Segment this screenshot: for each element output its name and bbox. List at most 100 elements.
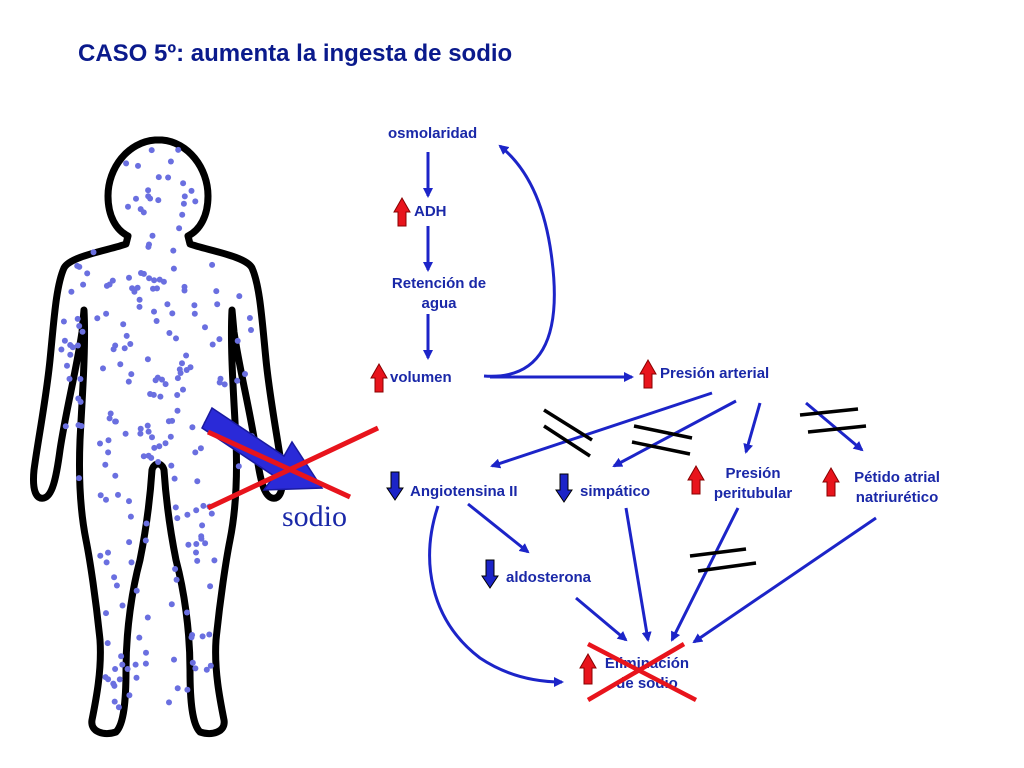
sodium-particle (193, 507, 200, 514)
sodium-particle (119, 602, 126, 609)
sodium-particle (64, 362, 70, 369)
sodium-particle (131, 288, 138, 295)
sodium-particle (167, 433, 174, 440)
sodium-particle (202, 540, 209, 547)
sodium-particle (166, 330, 173, 336)
sodium-particle (119, 661, 126, 668)
label-eliminacion-line1: Eliminación (604, 655, 690, 672)
sodium-particle (180, 200, 187, 207)
sodium-particle (90, 249, 97, 256)
sodium-particle (192, 665, 199, 672)
arrow-simpatico-eliminacion (624, 507, 652, 642)
sodium-particle (145, 187, 152, 194)
sodium-particle (66, 375, 73, 382)
sodium-particle (199, 522, 206, 529)
label-aldosterona: aldosterona (506, 569, 592, 586)
sodium-particle (75, 395, 82, 402)
sodium-particle (184, 511, 191, 518)
label-adh: ADH (414, 203, 447, 220)
sodium-particle (216, 336, 223, 343)
sodium-particle (200, 502, 207, 509)
sodium-particle (242, 371, 248, 377)
sodium-particle (208, 510, 215, 517)
sodium-particle (142, 660, 149, 667)
sodium-particle (165, 174, 172, 181)
sodium-particle (216, 379, 223, 386)
arrow-volumen-osm (483, 144, 556, 378)
sodium-particle (181, 193, 188, 200)
sodium-particle (128, 371, 135, 378)
sodium-particle (173, 335, 179, 342)
sodium-particle (203, 666, 210, 673)
sodium-particle (127, 513, 134, 520)
sodium-particle (173, 576, 180, 583)
sodium-particle (194, 478, 201, 485)
arrow-presion-angiotensina (490, 391, 713, 469)
label-retencion-line1: Retención de (391, 275, 487, 292)
sodium-particle (105, 549, 111, 556)
sodium-particle (168, 601, 175, 608)
sodium-particle (188, 187, 195, 194)
sodium-particle (170, 247, 177, 254)
sodium-particle (167, 158, 174, 165)
sodium-particle (191, 302, 198, 309)
sodium-particle (97, 552, 104, 559)
sodium-particles (58, 146, 258, 711)
sodium-particle (180, 180, 187, 187)
label-osmolaridad: osmolaridad (388, 125, 478, 142)
sodium-particle (76, 475, 82, 482)
sodium-particle (104, 640, 111, 647)
sodium-particle (174, 392, 181, 398)
sodium-particle (105, 437, 112, 444)
sodium-particle (127, 341, 134, 347)
sodium-particle (179, 211, 186, 218)
sodium-particle (209, 341, 216, 348)
sodium-particle (76, 323, 83, 329)
sodium-particle (112, 666, 119, 672)
sodium-particle (94, 315, 101, 322)
label-presion-arterial: Presión arterial (660, 365, 770, 382)
arrow-aldosterona-eliminacion (575, 596, 628, 642)
peptido-up-arrow-icon (822, 466, 840, 497)
label-retencion-line2: agua (421, 295, 457, 312)
sodium-particle (235, 463, 242, 470)
sodium-particle (132, 661, 139, 668)
label-presion-peritubular: Presión peritubular (700, 464, 806, 504)
sodium-particle (102, 674, 109, 681)
sodium-particle (143, 520, 150, 527)
sodium-particle (150, 285, 156, 292)
sodium-particle (61, 337, 68, 344)
sodium-particle (103, 610, 109, 617)
sodium-particle (194, 557, 201, 564)
sodium-particle (202, 324, 208, 331)
sodium-particle (125, 203, 131, 210)
sodium-particle (103, 559, 110, 566)
sodium-particle (115, 491, 121, 498)
sodium-particle (136, 296, 143, 303)
sodium-particle (234, 377, 241, 384)
sodium-particle (151, 277, 158, 284)
sodium-particle (236, 293, 243, 300)
sodium-particle (144, 356, 151, 363)
sodium-particle (111, 574, 118, 581)
sodium-particle (183, 352, 190, 359)
blocked-pathway-bars (543, 407, 867, 573)
label-peritubular-line2: peritubular (713, 485, 793, 502)
sodium-particle (137, 430, 144, 437)
sodium-particle (164, 301, 171, 308)
sodium-particle (155, 174, 162, 181)
sodium-particle (162, 440, 169, 447)
sodium-particle (179, 360, 185, 367)
sodium-particle (214, 301, 221, 308)
sodium-particle (213, 288, 220, 295)
sodium-particle (102, 461, 109, 468)
sodium-particle (234, 337, 241, 344)
sodium-particle (60, 318, 67, 325)
sodium-particle (191, 310, 198, 317)
sodium-particle (140, 209, 147, 216)
sodium-particle (113, 582, 120, 589)
sodium-particle (80, 281, 87, 288)
sodium-particle (168, 462, 175, 469)
label-angiotensina: Angiotensina II (410, 483, 518, 500)
